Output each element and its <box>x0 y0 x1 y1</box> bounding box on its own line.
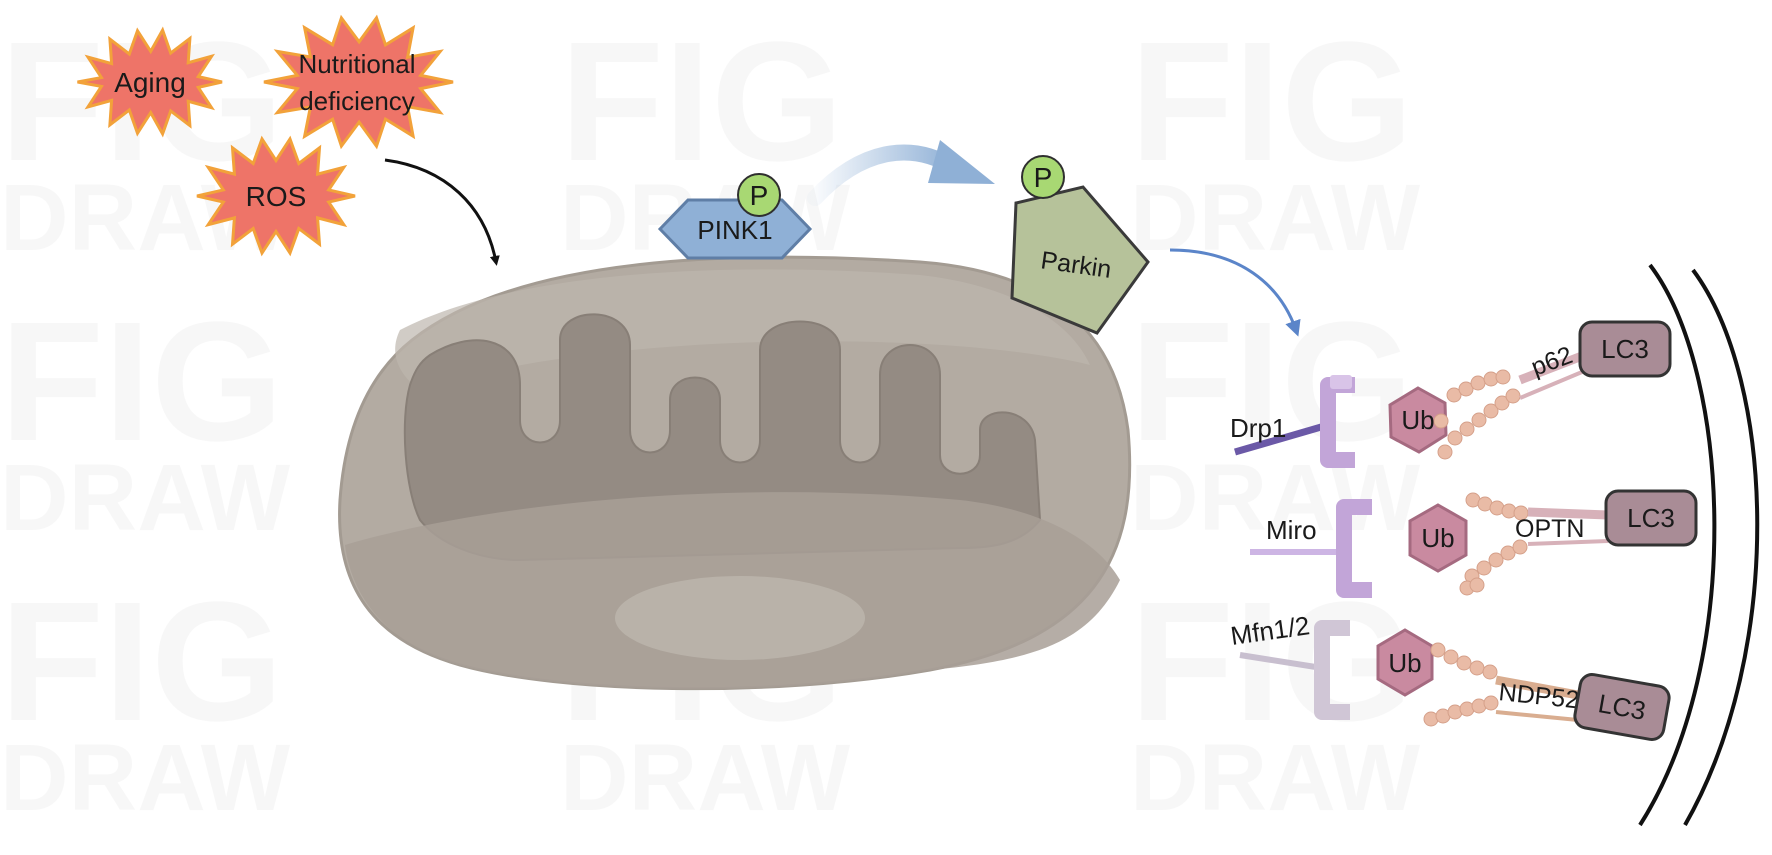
pink1-label: PINK1 <box>697 215 772 245</box>
starburst-shape <box>77 26 223 138</box>
ubiquitin-chain <box>1433 369 1521 460</box>
stress-arrow <box>384 158 500 266</box>
starburst-shape <box>263 14 454 150</box>
ubiquitin-chain <box>1423 642 1499 727</box>
mfn-stalk <box>1239 652 1323 671</box>
stressor-nutritional-deficiency: Nutritional deficiency <box>263 14 454 150</box>
phosphate-label: P <box>750 180 769 211</box>
lc3-label: LC3 <box>1627 503 1675 533</box>
ub-label: Ub <box>1388 648 1421 678</box>
adaptor-cap <box>1330 375 1352 389</box>
receptor-bar <box>1495 710 1579 722</box>
receptor-label: OPTN <box>1515 515 1584 543</box>
lc3-box <box>1578 320 1672 378</box>
pink1-shape <box>657 198 813 260</box>
adaptor-bracket <box>1336 499 1372 598</box>
ub-hexagon <box>1388 386 1448 454</box>
phosphate-label: P <box>1034 162 1053 193</box>
substrate-label: Drp1 <box>1230 413 1286 443</box>
mitochondrion-matrix-highlight <box>395 269 1090 390</box>
stressor-aging: Aging <box>77 26 223 138</box>
stressor-ros: ROS <box>196 135 356 257</box>
substrate-drp1-complex: Drp1 Ub p62 LC3 <box>1230 320 1672 468</box>
parkin-shape <box>1010 185 1150 335</box>
stressor-label: ROS <box>246 181 307 212</box>
substrate-miro-complex: Miro Ub OPTN LC3 <box>1250 489 1698 598</box>
pink1-kinase: PINK1 P <box>657 173 813 260</box>
drp1-stalk <box>1234 421 1329 456</box>
starburst-shape <box>196 135 356 257</box>
ub-label: Ub <box>1401 405 1434 435</box>
receptor-label: NDP52 <box>1497 678 1580 714</box>
ub-label: Ub <box>1421 523 1454 553</box>
phosphate-parkin <box>1021 155 1065 199</box>
autophagosome-membrane-outer <box>1683 268 1760 826</box>
stressor-label: Nutritional <box>298 49 415 79</box>
substrate-mfn-complex: Mfn1/2 Ub NDP52 LC3 <box>1229 610 1671 742</box>
svg-text:DRAW: DRAW <box>1130 165 1421 271</box>
svg-text:DRAW: DRAW <box>560 725 851 831</box>
autophagosome-membrane-inner <box>1638 263 1717 827</box>
stressor-label: Aging <box>114 67 186 98</box>
lc3-box <box>1604 489 1698 547</box>
substrate-label: Miro <box>1266 515 1317 545</box>
adaptor-bracket <box>1314 620 1350 720</box>
mitochondrion <box>338 255 1132 691</box>
lc3-label: LC3 <box>1601 334 1649 364</box>
parkin-ligase: Parkin P <box>1010 155 1150 335</box>
activation-arrowhead <box>928 140 995 184</box>
receptor-bar <box>1527 507 1609 520</box>
svg-text:DRAW: DRAW <box>1130 725 1421 831</box>
receptor-bar <box>1518 351 1584 385</box>
receptor-bar <box>1519 370 1583 400</box>
svg-text:DRAW: DRAW <box>0 445 291 551</box>
svg-text:DRAW: DRAW <box>0 725 291 831</box>
phosphate-pink1 <box>737 173 781 217</box>
stressor-label: deficiency <box>299 86 415 116</box>
ubiquitin-chain <box>1459 492 1529 596</box>
ubiquitination-arrow <box>1169 248 1301 337</box>
lc3-box <box>1573 672 1671 742</box>
mitochondrion-inner-highlight <box>615 576 865 660</box>
ub-hexagon <box>1408 503 1468 573</box>
receptor-bar <box>1495 675 1579 700</box>
receptor-bar <box>1527 539 1609 546</box>
